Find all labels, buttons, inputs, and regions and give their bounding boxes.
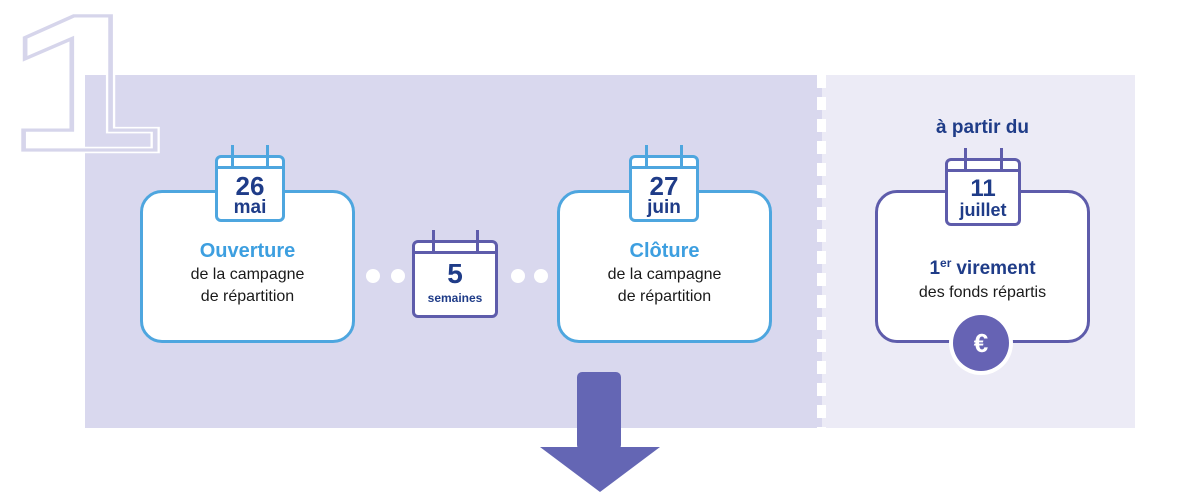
opening-text: Ouverture de la campagne de répartition xyxy=(143,238,352,308)
closing-calendar-icon: 27 juin xyxy=(629,145,699,222)
closing-text: Clôture de la campagne de répartition xyxy=(560,238,769,308)
closing-line-2: de répartition xyxy=(617,288,712,305)
opening-line-1: de la campagne xyxy=(190,266,305,283)
arrow-shaft xyxy=(577,372,621,450)
payment-line-1: des fonds répartis xyxy=(918,284,1047,301)
duration-unit: semaines xyxy=(427,291,483,305)
calendar-ring xyxy=(1000,148,1003,172)
payment-intro: à partir du xyxy=(936,117,1029,138)
closing-month: juin xyxy=(647,197,681,218)
calendar-ring xyxy=(432,230,435,254)
opening-day: 26 xyxy=(235,171,265,201)
closing-date: 27 juin xyxy=(632,171,696,218)
closing-line-1: de la campagne xyxy=(607,266,722,283)
calendar-ring xyxy=(231,145,234,169)
step-number-halo: 1 xyxy=(6,0,163,192)
payment-date: 11 juillet xyxy=(948,175,1018,221)
calendar-header-line xyxy=(629,166,699,169)
step-number: 1 1 xyxy=(1,0,168,197)
calendar-header-line xyxy=(215,166,285,169)
step-number-outline: 1 xyxy=(6,0,163,192)
payment-title-number: 1 xyxy=(929,258,941,279)
payment-title: 1er virement xyxy=(878,250,1087,282)
arrow-head xyxy=(540,447,660,492)
payment-title-rest: virement xyxy=(956,258,1036,279)
opening-title: Ouverture xyxy=(199,240,296,262)
arrow-down-icon xyxy=(540,372,660,492)
payment-text: 1er virement des fonds répartis xyxy=(878,250,1087,304)
duration: 5 semaines xyxy=(415,260,495,306)
calendar-ring xyxy=(680,145,683,169)
opening-line-2: de répartition xyxy=(200,288,295,305)
connector-dot xyxy=(391,269,405,283)
calendar-header-line xyxy=(945,169,1021,172)
calendar-ring xyxy=(645,145,648,169)
calendar-ring xyxy=(964,148,967,172)
closing-day: 27 xyxy=(649,171,679,201)
payment-day: 11 xyxy=(970,175,996,202)
payment-title-sup: er xyxy=(940,256,952,270)
opening-month: mai xyxy=(233,197,267,218)
connector-dot xyxy=(366,269,380,283)
euro-icon: € xyxy=(953,315,1009,371)
calendar-ring xyxy=(476,230,479,254)
dashed-separator xyxy=(817,75,826,428)
connector-dot xyxy=(534,269,548,283)
duration-value: 5 xyxy=(447,258,463,289)
connector-dot xyxy=(511,269,525,283)
payment-month: juillet xyxy=(959,200,1007,220)
closing-title: Clôture xyxy=(629,240,700,262)
opening-date: 26 mai xyxy=(218,171,282,218)
payment-calendar-icon: 11 juillet xyxy=(945,148,1021,226)
duration-calendar-icon: 5 semaines xyxy=(412,230,498,318)
opening-calendar-icon: 26 mai xyxy=(215,145,285,222)
calendar-ring xyxy=(266,145,269,169)
calendar-header-line xyxy=(412,251,498,254)
